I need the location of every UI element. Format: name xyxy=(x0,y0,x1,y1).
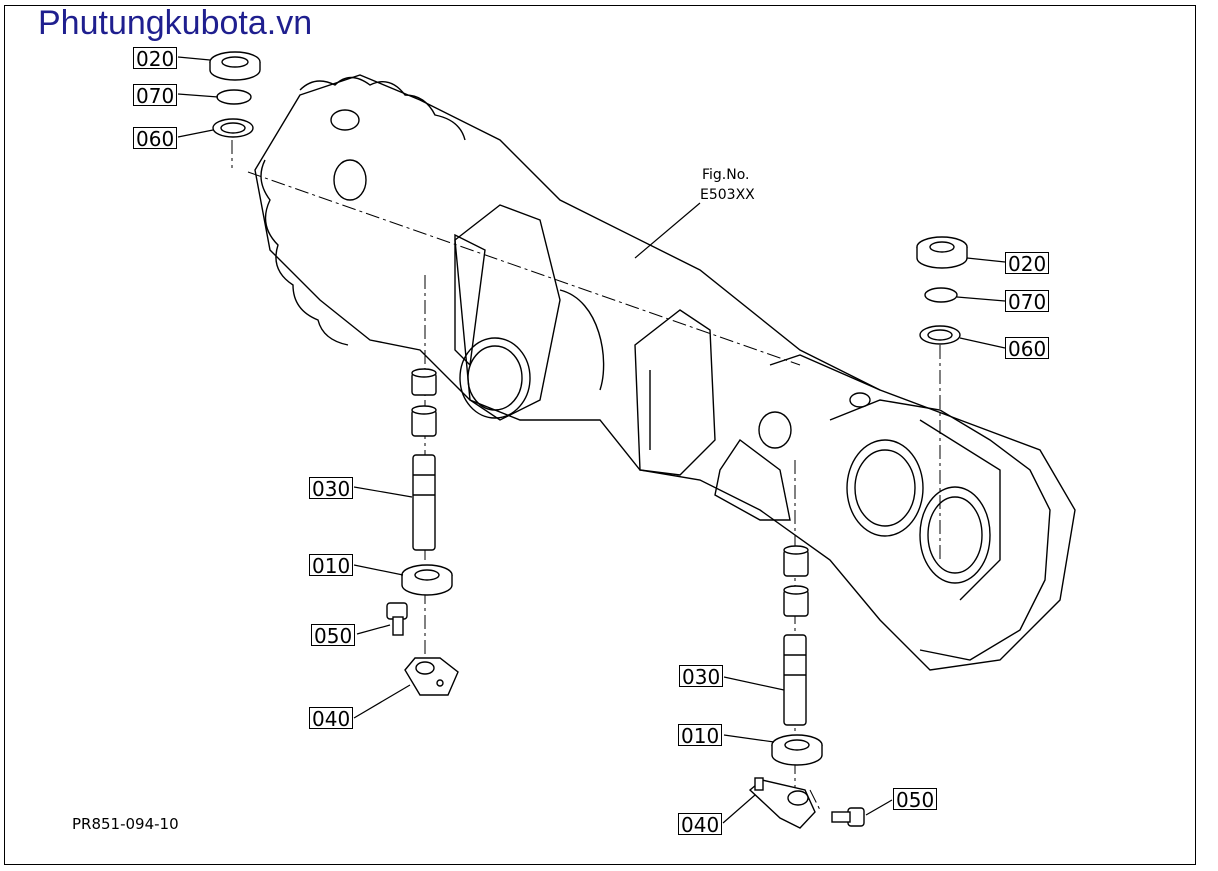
label-010-right[interactable]: 010 xyxy=(678,724,723,747)
plate-040-left xyxy=(404,657,459,696)
drawing-frame xyxy=(4,5,1196,865)
bolt-050-right xyxy=(831,807,865,827)
bushing-right-upper xyxy=(783,545,809,577)
label-050-right[interactable]: 050 xyxy=(893,788,938,811)
figure-ref-line1: Fig.No. xyxy=(702,167,750,183)
label-060-right[interactable]: 060 xyxy=(1005,337,1050,360)
pin-030-right xyxy=(783,634,807,726)
label-020-left[interactable]: 020 xyxy=(133,47,178,70)
bearing-020-right xyxy=(916,236,968,269)
seal-010-right xyxy=(771,734,823,766)
bushing-right-lower xyxy=(783,585,809,617)
label-040-right[interactable]: 040 xyxy=(678,813,723,836)
label-050-left[interactable]: 050 xyxy=(311,624,356,647)
washer-060-right xyxy=(919,325,961,345)
site-title: Phutungkubota.vn xyxy=(38,4,313,42)
label-020-right[interactable]: 020 xyxy=(1005,252,1050,275)
label-030-right[interactable]: 030 xyxy=(679,665,724,688)
label-030-left[interactable]: 030 xyxy=(309,477,354,500)
label-060-left[interactable]: 060 xyxy=(133,127,178,150)
snap-ring-070-right xyxy=(924,287,958,303)
plate-040-right xyxy=(748,777,816,829)
bolt-050-left xyxy=(386,602,408,636)
bushing-left-lower xyxy=(411,405,437,437)
axle-housing xyxy=(254,74,1076,671)
washer-060-left xyxy=(212,118,254,138)
label-070-right[interactable]: 070 xyxy=(1005,290,1050,313)
drawing-code: PR851-094-10 xyxy=(72,815,179,833)
snap-ring-070-left xyxy=(216,89,252,105)
bearing-020-left xyxy=(209,51,261,81)
label-040-left[interactable]: 040 xyxy=(309,707,354,730)
bushing-left-upper xyxy=(411,368,437,396)
pin-030-left xyxy=(412,454,436,551)
figure-ref-line2: E503XX xyxy=(700,187,755,203)
seal-010-left xyxy=(401,564,453,596)
label-070-left[interactable]: 070 xyxy=(133,84,178,107)
label-010-left[interactable]: 010 xyxy=(309,554,354,577)
